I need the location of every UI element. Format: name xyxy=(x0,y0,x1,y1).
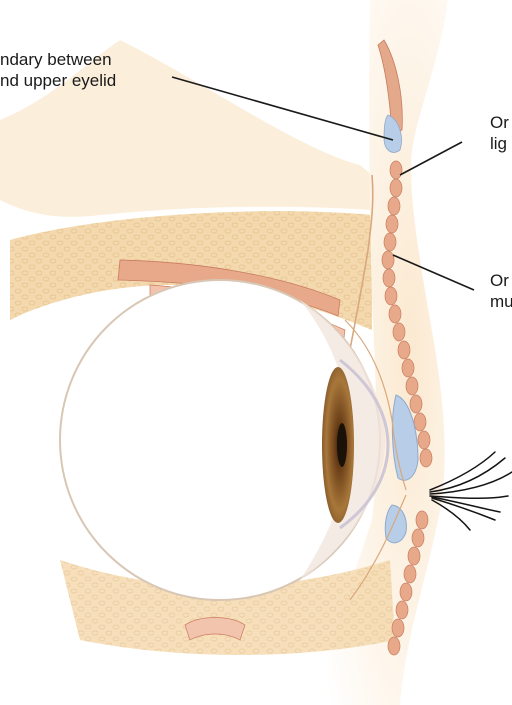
label-muscle-line1: Or xyxy=(490,270,512,291)
label-muscle-line2: mu xyxy=(490,291,512,312)
label-boundary-line2: nd upper eyelid xyxy=(0,70,116,91)
label-boundary: ndary between nd upper eyelid xyxy=(0,49,116,91)
label-ligament-line2: lig xyxy=(490,133,509,154)
pupil xyxy=(337,423,347,467)
label-muscle: Or mu xyxy=(490,270,512,312)
label-ligament: Or lig xyxy=(490,112,509,154)
label-boundary-line1: ndary between xyxy=(0,49,116,70)
label-ligament-line1: Or xyxy=(490,112,509,133)
